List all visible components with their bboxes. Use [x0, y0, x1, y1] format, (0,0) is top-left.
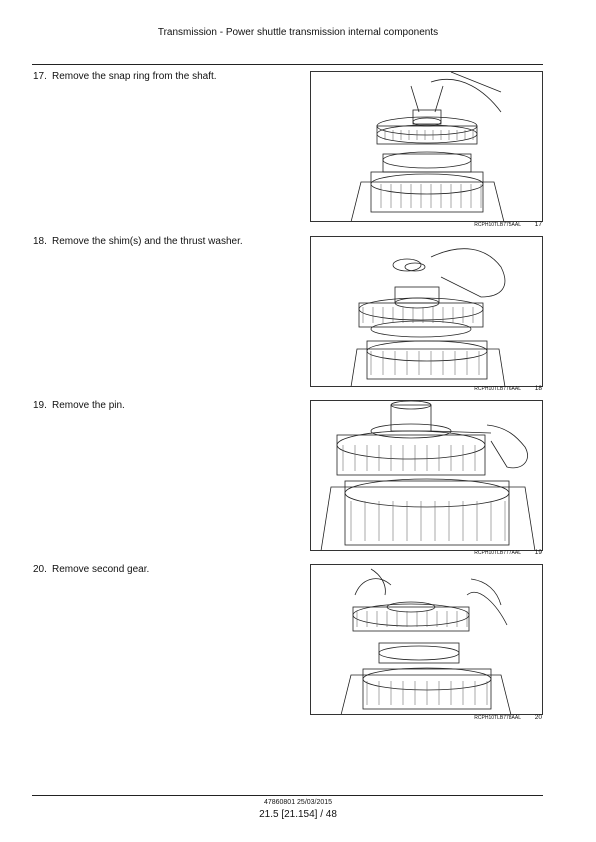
step-17: 17. Remove the snap ring from the shaft. [33, 71, 217, 82]
figure-17-illustration [310, 71, 543, 222]
figure-20-caption: RCPH10TLB778AAL 20 [310, 714, 543, 725]
figure-18-caption: RCPH10TLB776AAL 18 [310, 385, 543, 396]
figure-19-caption: RCPH10TLB777AAL 19 [310, 549, 543, 560]
figure-code: RCPH10TLB776AAL [474, 386, 521, 392]
figure-code: RCPH10TLB775AAL [474, 222, 521, 228]
footer-page-ref: 21.5 [21.154] / 48 [259, 809, 337, 820]
header-rule [32, 64, 543, 65]
page-header-title: Transmission - Power shuttle transmissio… [157, 27, 439, 38]
figure-19-illustration [310, 400, 543, 551]
figure-code: RCPH10TLB777AAL [474, 550, 521, 556]
figure-20-illustration [310, 564, 543, 715]
step-number: 20. [33, 564, 47, 575]
figure-code: RCPH10TLB778AAL [474, 715, 521, 721]
step-20: 20. Remove second gear. [33, 564, 149, 575]
step-18: 18. Remove the shim(s) and the thrust was… [33, 236, 243, 247]
figure-number: 17 [534, 221, 542, 228]
step-text: Remove second gear. [52, 564, 150, 575]
footer-doc-ref: 47860801 25/03/2015 [263, 799, 333, 806]
step-text: Remove the snap ring from the shaft. [52, 71, 217, 82]
step-number: 18. [33, 236, 47, 247]
step-19: 19. Remove the pin. [33, 400, 125, 411]
figure-18-illustration [310, 236, 543, 387]
step-text: Remove the shim(s) and the thrust washer… [52, 236, 243, 247]
step-number: 17. [33, 71, 47, 82]
step-text: Remove the pin. [52, 400, 125, 411]
figure-number: 18 [534, 385, 542, 392]
step-number: 19. [33, 400, 47, 411]
figure-17-caption: RCPH10TLB775AAL 17 [310, 221, 543, 232]
figure-number: 19 [534, 549, 542, 556]
footer-rule [32, 795, 543, 796]
figure-number: 20 [534, 714, 542, 721]
